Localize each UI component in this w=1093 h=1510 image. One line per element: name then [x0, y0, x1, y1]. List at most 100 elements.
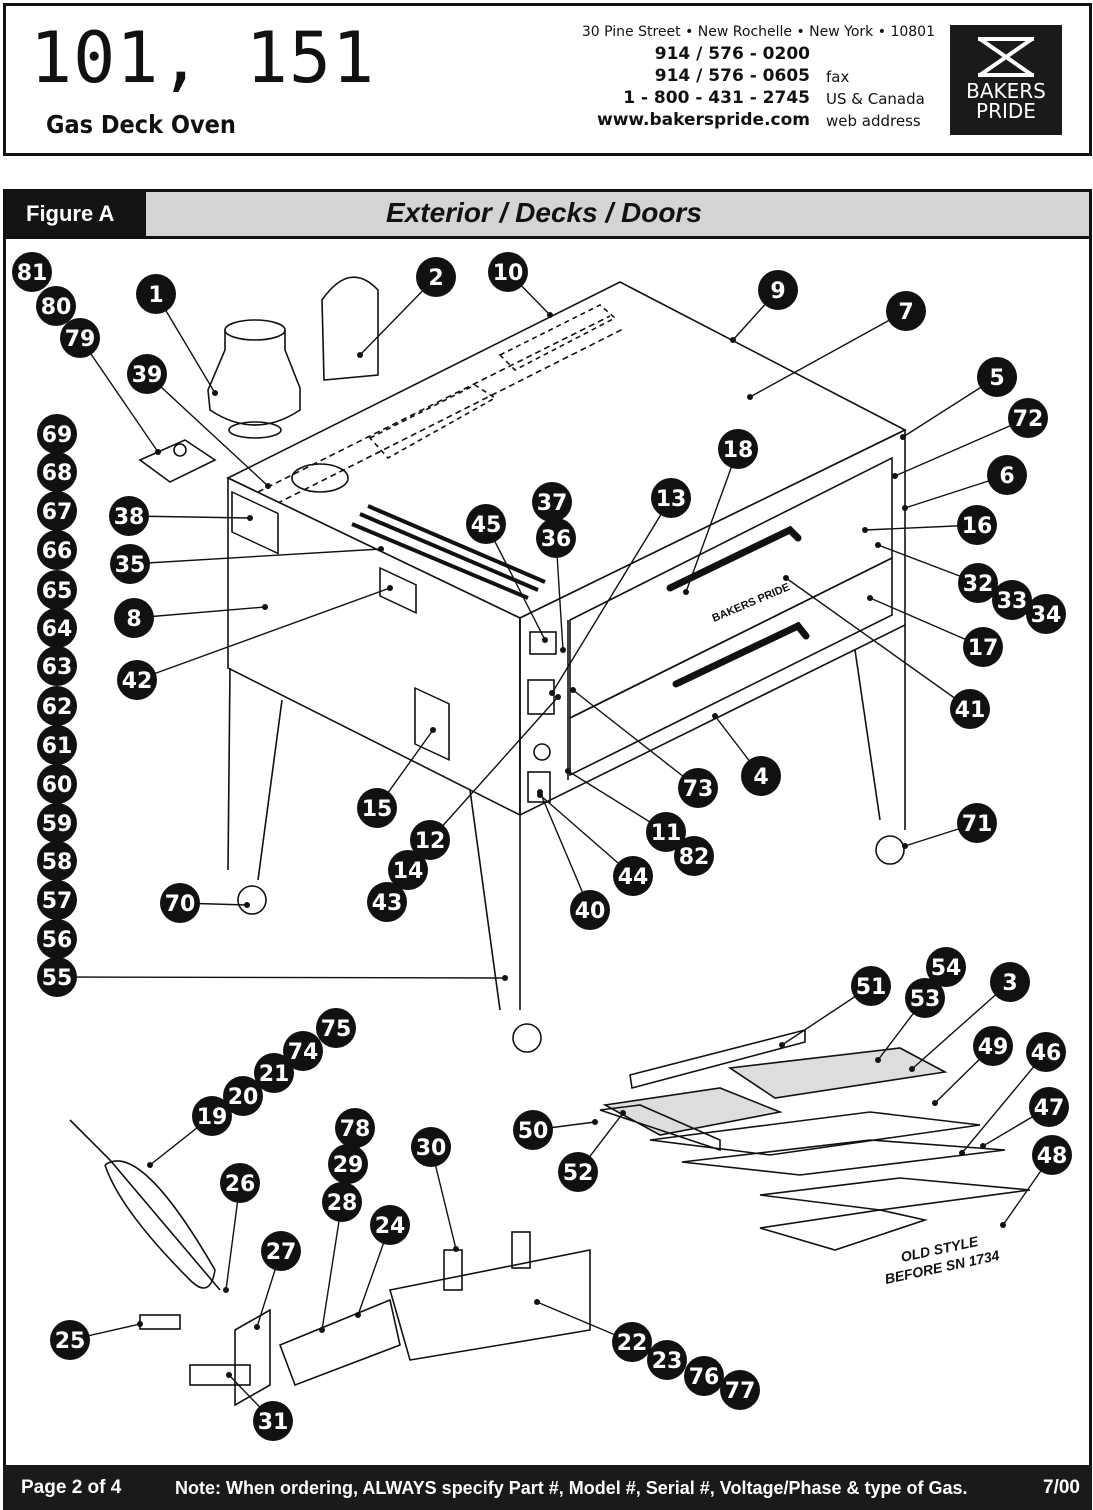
leader-line: [133, 606, 266, 619]
callout-number: 14: [393, 859, 424, 884]
callout-number: 42: [122, 669, 153, 694]
callout-bubble: [223, 1076, 263, 1116]
burner-assembly: [69, 1119, 591, 1407]
callout-number: 82: [679, 845, 710, 870]
leader-arrowhead: [565, 768, 571, 774]
callout-number: 20: [228, 1085, 259, 1110]
callout-number: 16: [962, 514, 993, 539]
callout-number: 53: [910, 987, 941, 1012]
leader-arrowhead: [355, 1312, 361, 1318]
callout-number: 52: [563, 1161, 594, 1186]
leader-arrowhead: [137, 1321, 143, 1327]
callout-number: 7: [898, 300, 913, 325]
callout-14: 14: [388, 850, 428, 890]
callout-number: 28: [327, 1191, 358, 1216]
leader-arrowhead: [620, 1110, 626, 1116]
header: 101, 151 Gas Deck Oven: [3, 3, 1092, 156]
callout-73: 73: [570, 687, 718, 808]
leader-arrowhead: [932, 1100, 938, 1106]
leader-arrowhead: [265, 483, 271, 489]
callout-number: 19: [197, 1105, 228, 1130]
callout-57: 57: [37, 880, 77, 920]
callout-bubble: [416, 257, 456, 297]
callout-bubble: [12, 252, 52, 292]
page-number: Page 2 of 4: [21, 1477, 122, 1498]
callout-59: 59: [37, 803, 77, 843]
callout-bubble: [558, 1152, 598, 1192]
website-label: web address: [826, 112, 921, 130]
callout-bubble: [283, 1031, 323, 1071]
leader-arrowhead: [212, 390, 218, 396]
leader-arrowhead: [223, 1287, 229, 1293]
callout-72: 72: [892, 398, 1048, 479]
callout-bubble: [367, 882, 407, 922]
callout-number: 63: [42, 655, 73, 680]
gas-valve-part: [138, 439, 217, 483]
callout-number: 55: [42, 966, 73, 991]
callout-bubble: [316, 1008, 356, 1048]
callout-39: 39: [127, 354, 271, 489]
callout-bubble: [37, 841, 77, 881]
callout-number: 66: [42, 539, 73, 564]
leader-arrowhead: [730, 337, 736, 343]
callout-number: 51: [856, 975, 887, 1000]
callout-56: 56: [37, 919, 77, 959]
callout-27: 27: [254, 1231, 301, 1330]
leader-arrowhead: [560, 647, 566, 653]
callout-number: 54: [931, 956, 962, 981]
callout-number: 9: [770, 279, 785, 304]
door-handles: [666, 525, 810, 688]
leader-arrowhead: [862, 527, 868, 533]
callout-number: 45: [471, 513, 502, 538]
leader-line: [785, 577, 971, 710]
callout-45: 45: [466, 504, 548, 643]
callout-40: 40: [537, 789, 610, 930]
contact-number: 914 / 576 - 0200: [654, 44, 810, 64]
leader-arrowhead: [549, 690, 555, 696]
leader-line: [485, 523, 546, 641]
callout-bubble: [990, 962, 1030, 1002]
callout-66: 66: [37, 530, 77, 570]
leader-arrowhead: [534, 1299, 540, 1305]
leader-arrowhead: [747, 394, 753, 400]
callout-bubble: [758, 270, 798, 310]
leader-arrowhead: [555, 694, 561, 700]
callout-24: 24: [355, 1205, 410, 1318]
callout-bubble: [127, 354, 167, 394]
callout-46: 46: [959, 1032, 1066, 1156]
leader-arrowhead: [387, 585, 393, 591]
callout-60: 60: [37, 764, 77, 804]
flue-cap: [321, 276, 379, 381]
figure-title: Exterior / Decks / Doors: [386, 197, 702, 228]
flue-collar: [207, 319, 301, 439]
callout-number: 36: [541, 527, 572, 552]
callout-65: 65: [37, 570, 77, 610]
callout-16: 16: [862, 505, 997, 545]
callout-52: 52: [558, 1110, 626, 1192]
leader-line: [894, 417, 1029, 477]
callout-bubble: [851, 966, 891, 1006]
callout-bubble: [1029, 1087, 1069, 1127]
callout-bubble: [570, 890, 610, 930]
callout-number: 15: [362, 797, 393, 822]
leader-line: [572, 689, 699, 789]
callout-bubble: [253, 1401, 293, 1441]
leader-arrowhead: [262, 604, 268, 610]
oven-drawing: [69, 276, 1031, 1407]
callout-number: 77: [725, 1379, 756, 1404]
callout-bubble: [37, 957, 77, 997]
website-link[interactable]: www.bakerspride.com: [596, 110, 810, 130]
callout-number: 50: [518, 1119, 549, 1144]
deck-parts: [599, 1028, 1031, 1251]
callout-29: 29: [328, 1144, 368, 1184]
leader-arrowhead: [902, 843, 908, 849]
callout-bubble: [50, 1320, 90, 1360]
callout-3: 3: [909, 962, 1030, 1072]
callout-bubble: [886, 291, 926, 331]
callout-67: 67: [37, 491, 77, 531]
leader-line: [685, 448, 739, 593]
callout-74: 74: [283, 1031, 323, 1071]
